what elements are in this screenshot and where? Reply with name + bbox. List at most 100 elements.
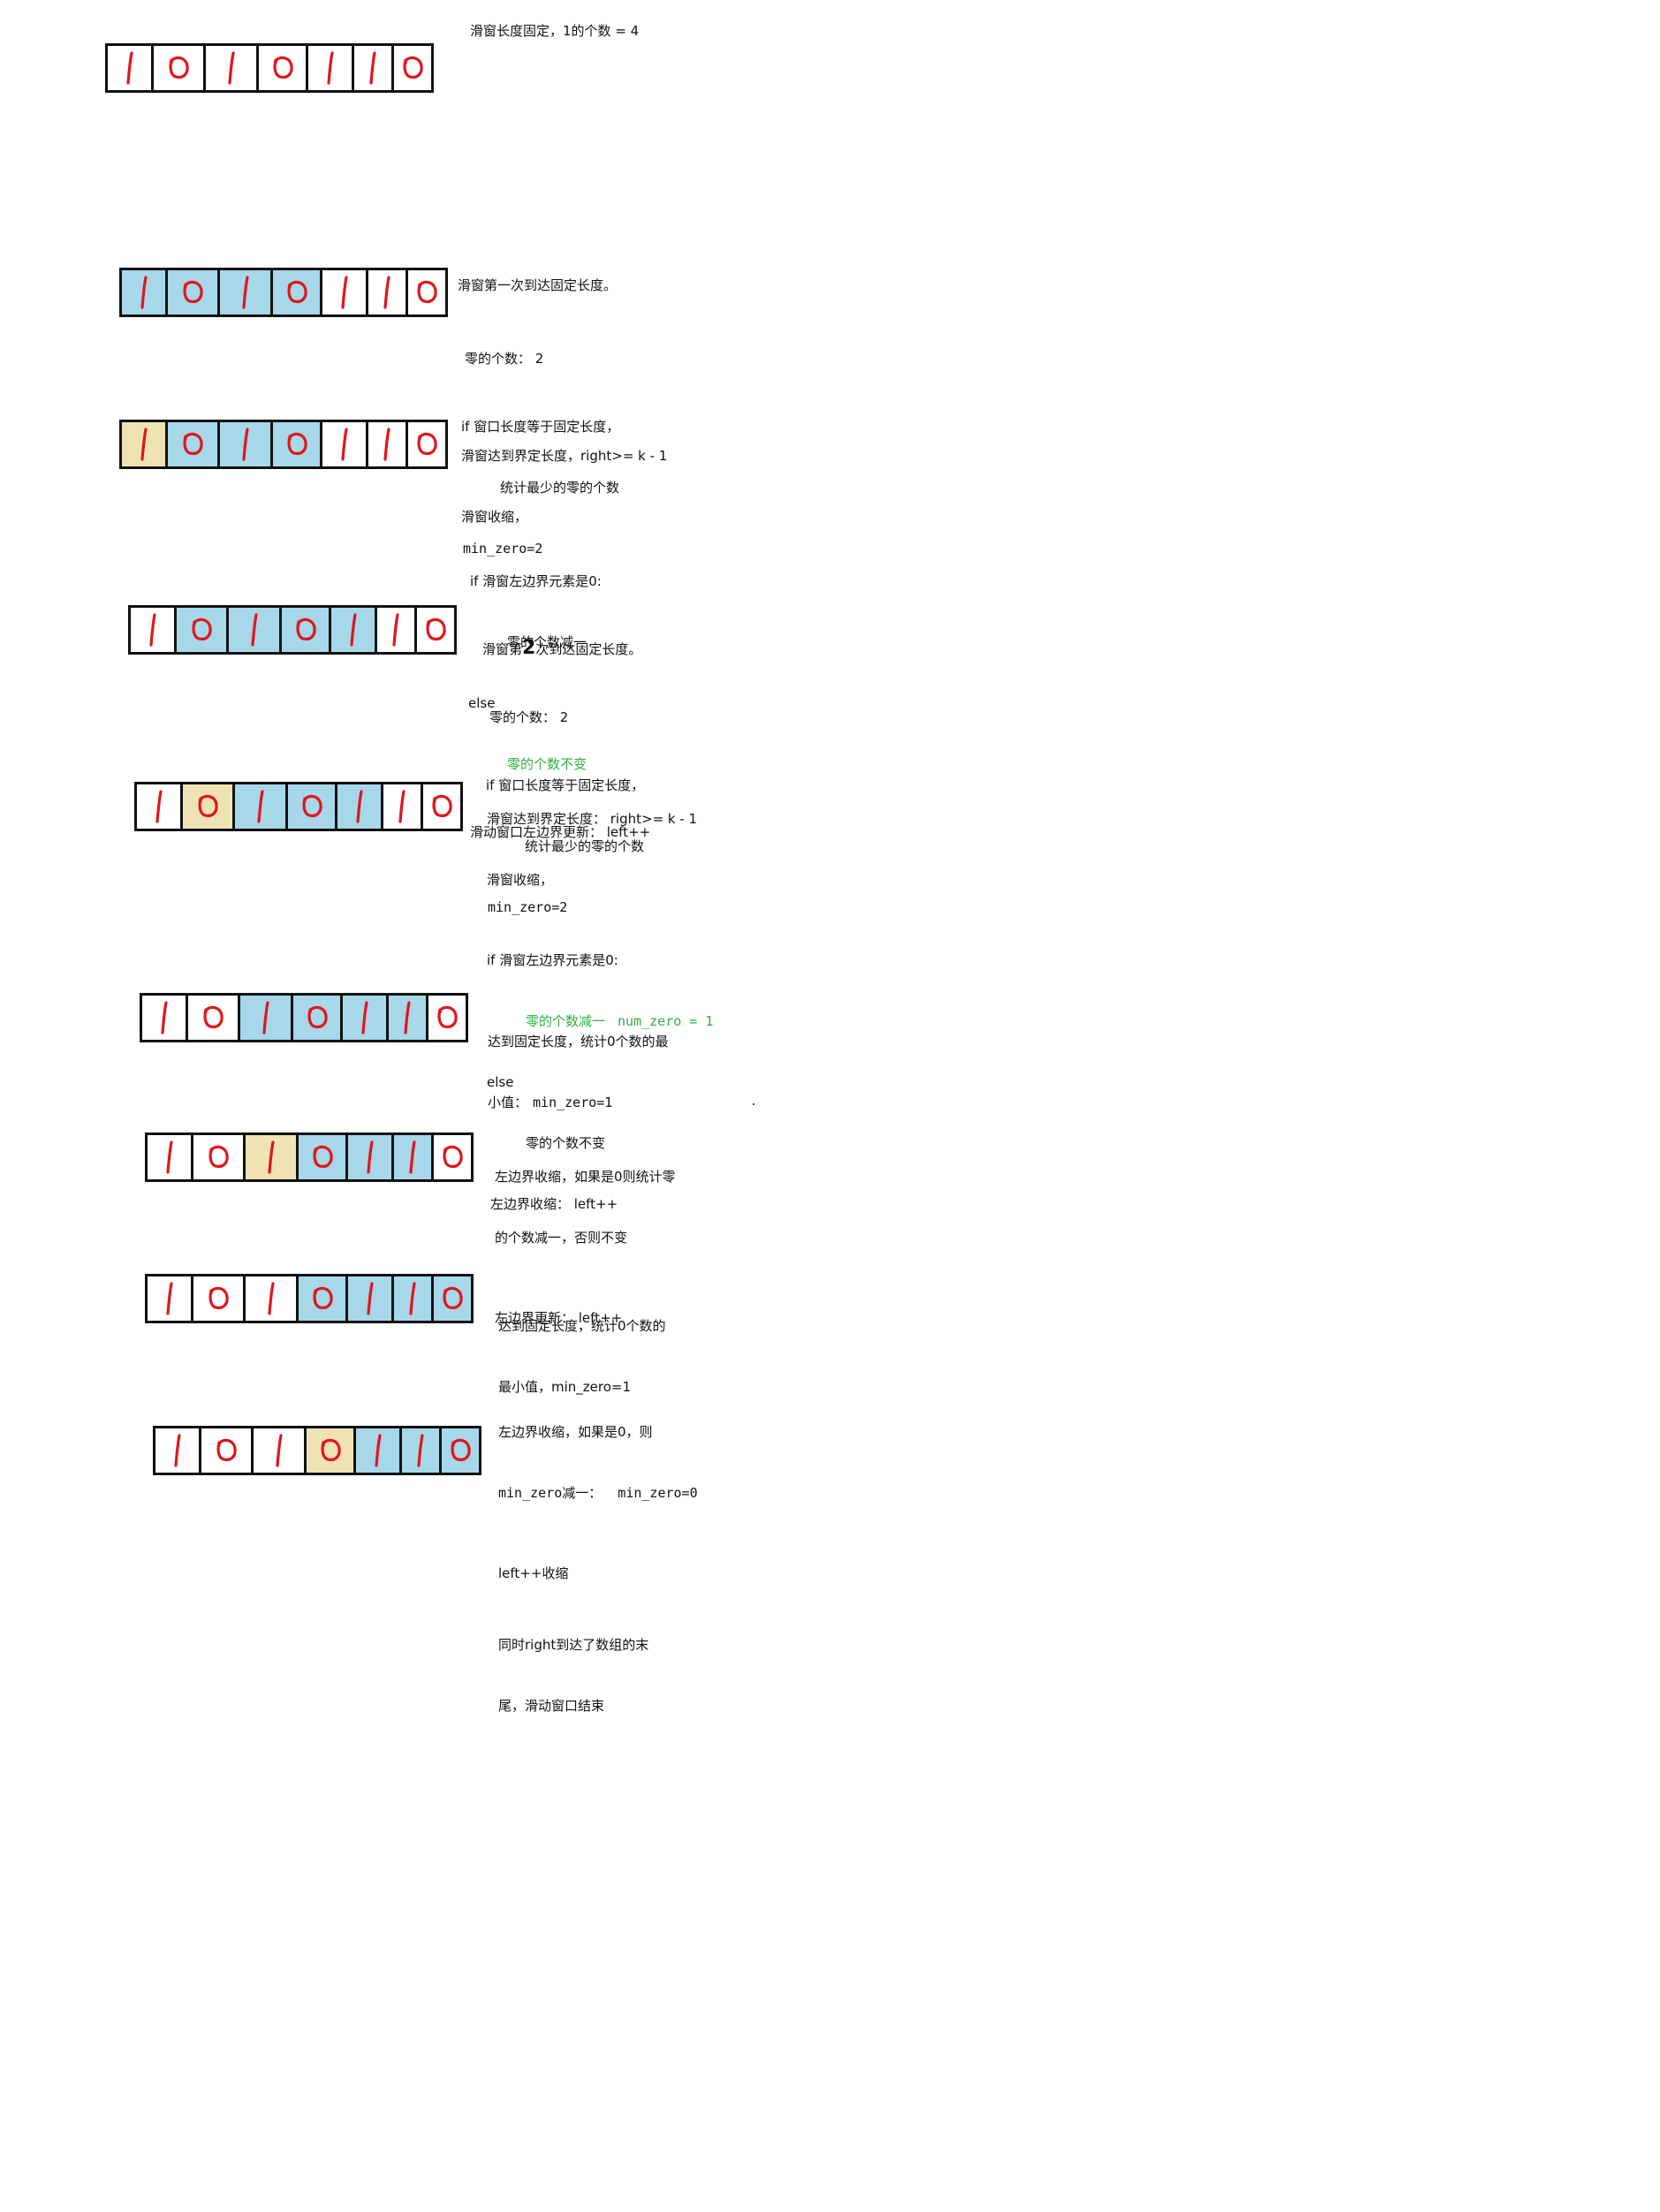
cell-3	[299, 1276, 348, 1321]
cell-2	[206, 46, 259, 90]
cell-3	[288, 784, 337, 829]
digit-one-glyph	[392, 613, 399, 647]
cell-4	[343, 996, 389, 1040]
cell-6	[442, 1428, 481, 1473]
digit-zero-glyph	[432, 794, 452, 818]
digit-zero-glyph	[437, 1005, 458, 1029]
cell-4	[337, 784, 383, 829]
digit-one-glyph	[250, 613, 258, 647]
cell-1	[177, 608, 229, 652]
digit-one-glyph	[267, 1140, 275, 1174]
step-note: 滑窗第2次到达固定长度。 零的个数： 2 if 窗口长度等于固定长度， 统计最少…	[482, 597, 644, 958]
digit-one-glyph	[349, 613, 357, 647]
cell-5	[394, 1276, 434, 1321]
step-note: 达到固定长度，统计0个数的最 小值：min_zero=1	[488, 991, 669, 1154]
digit-one-glyph	[360, 1001, 368, 1034]
note-line: 最小值，min_zero=1	[498, 1379, 632, 1395]
cell-2	[240, 996, 293, 1040]
digit-one-glyph	[155, 790, 163, 823]
note-line: 滑动窗口左边界更新： left++	[470, 824, 651, 840]
stray-dot	[753, 1103, 754, 1105]
note-fragment: 2	[522, 637, 536, 659]
digit-zero-glyph	[169, 56, 189, 80]
digit-one-glyph	[256, 790, 264, 823]
cell-0	[148, 1135, 193, 1179]
array-cells	[145, 1133, 474, 1182]
cell-5	[383, 784, 423, 829]
note-line: 的个数减一，否则不变	[495, 1230, 628, 1246]
note-line: 左边界收缩，如果是0，则	[498, 1424, 653, 1440]
digit-zero-glyph	[208, 1145, 229, 1169]
cell-1	[183, 784, 235, 829]
cell-3	[282, 608, 331, 652]
note-line: 零的个数： 2	[489, 709, 569, 725]
digit-zero-glyph	[417, 432, 437, 456]
cell-6	[428, 996, 468, 1040]
note-line: 达到固定长度，统计0个数的最	[488, 1034, 669, 1049]
cell-4	[348, 1276, 394, 1321]
cell-1	[201, 1428, 254, 1473]
cell-5	[402, 1428, 442, 1473]
note-line: min_zero=2	[488, 899, 568, 915]
cell-0	[148, 1276, 193, 1321]
cell-0	[142, 996, 188, 1040]
digit-zero-glyph	[451, 1438, 471, 1462]
cell-5	[354, 46, 394, 90]
cell-5	[368, 270, 408, 314]
digit-one-glyph	[340, 428, 348, 461]
digit-one-glyph	[340, 276, 348, 309]
cell-3	[273, 422, 322, 466]
digit-one-glyph	[369, 51, 376, 85]
note-line: min_zero=2	[463, 541, 543, 557]
note-line: 滑窗达到界定长度： right>= k - 1	[487, 811, 698, 827]
array-cells	[153, 1426, 481, 1475]
cell-0	[137, 784, 183, 829]
digit-zero-glyph	[295, 617, 316, 641]
note-line: 尾，滑动窗口结束	[498, 1698, 605, 1714]
cell-6	[408, 270, 448, 314]
cell-3	[259, 46, 308, 90]
note-fragment: 小值：	[488, 1095, 528, 1110]
cell-3	[307, 1428, 356, 1473]
cell-5	[368, 422, 408, 466]
note-line: 滑窗收缩，	[461, 509, 528, 525]
digit-zero-glyph	[286, 432, 307, 456]
note-line: min_zero减一： min_zero=0	[498, 1485, 698, 1501]
digit-zero-glyph	[198, 794, 218, 818]
note-line: 零的个数不变	[507, 756, 587, 772]
cell-2	[246, 1135, 299, 1179]
cell-1	[154, 46, 206, 90]
cell-6	[417, 608, 457, 652]
digit-zero-glyph	[183, 432, 203, 456]
cell-6	[434, 1135, 474, 1179]
cell-6	[394, 46, 434, 90]
digit-zero-glyph	[417, 280, 437, 304]
digit-one-glyph	[366, 1282, 374, 1315]
digit-one-glyph	[140, 276, 148, 309]
note-line: 滑窗达到界定长度，right>= k - 1	[461, 448, 668, 464]
digit-one-glyph	[404, 1001, 411, 1034]
cell-4	[308, 46, 354, 90]
digit-one-glyph	[227, 51, 235, 85]
cell-0	[155, 1428, 201, 1473]
cell-3	[293, 996, 343, 1040]
cell-2	[220, 270, 273, 314]
note-line: 零的个数： 2	[465, 351, 544, 367]
digit-one-glyph	[409, 1282, 416, 1315]
digit-one-glyph	[241, 428, 249, 461]
digit-zero-glyph	[426, 617, 446, 641]
cell-0	[131, 608, 177, 652]
note-line: if 滑窗左边界元素是0:	[487, 952, 618, 968]
cell-3	[273, 270, 322, 314]
note-line: 小值：min_zero=1	[488, 1093, 669, 1113]
digit-zero-glyph	[312, 1286, 333, 1310]
digit-zero-glyph	[301, 794, 322, 818]
cell-4	[356, 1428, 402, 1473]
cell-4	[331, 608, 377, 652]
cell-1	[188, 996, 240, 1040]
note-line: 左边界收缩，如果是0则统计零	[495, 1169, 676, 1185]
digit-one-glyph	[374, 1434, 382, 1467]
digit-one-glyph	[165, 1282, 173, 1315]
note-line: if 滑窗左边界元素是0:	[470, 573, 602, 589]
